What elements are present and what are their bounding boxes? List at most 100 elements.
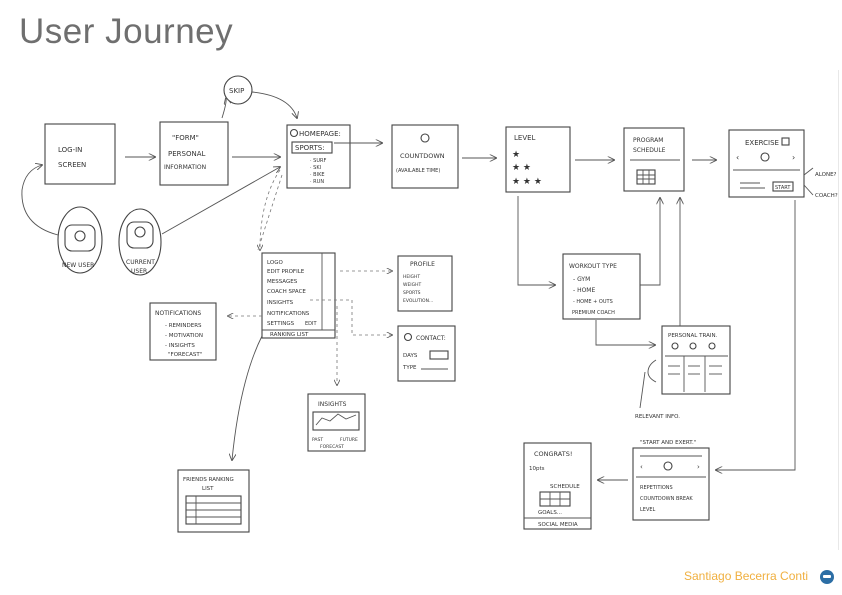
workout-title: WORKOUT TYPE <box>569 263 617 270</box>
author-logo-icon <box>820 570 834 584</box>
chevron-right-icon: › <box>792 153 795 162</box>
workout-item: - GYM <box>573 276 590 283</box>
congrats-social: SOCIAL MEDIA <box>538 522 578 528</box>
current-user-label-1: CURRENT <box>126 259 155 266</box>
ranking-label-2: LIST <box>202 486 214 492</box>
congrats-node: CONGRATS! 10pts SCHEDULE GOALS... SOCIAL… <box>523 442 592 530</box>
form-label-1: "FORM" <box>172 134 199 142</box>
exercise-node: EXERCISE ‹ › START ALONE? COACH? <box>728 129 838 199</box>
star-icon: ★ <box>512 150 520 160</box>
form-node: "FORM" PERSONAL INFORMATION <box>159 121 229 186</box>
menu-item: MESSAGES <box>267 279 298 285</box>
exert-item: COUNTDOWN BREAK <box>640 496 693 502</box>
countdown-label: COUNTDOWN <box>400 152 445 160</box>
profile-node: PROFILE HEIGHT WEIGHT SPORTS EVOLUTION..… <box>397 255 453 312</box>
contact-item: TYPE <box>402 365 417 371</box>
exercise-title: EXERCISE <box>745 139 779 147</box>
login-label-1: LOG-IN <box>58 146 82 154</box>
menu-node: LOGO EDIT PROFILE MESSAGES COACH SPACE I… <box>261 252 336 339</box>
login-label-2: SCREEN <box>58 161 86 169</box>
contact-item: DAYS <box>403 353 418 359</box>
login-screen-node: LOG-IN SCREEN <box>44 123 116 185</box>
chevron-left-icon: ‹ <box>736 153 739 162</box>
insights-footer: FORECAST <box>320 444 344 450</box>
personal-trainer-node: PERSONAL TRAIN. <box>661 325 731 395</box>
profile-title: PROFILE <box>410 261 435 268</box>
program-schedule-node: PROGRAM SCHEDULE <box>623 127 685 192</box>
divider <box>838 70 839 550</box>
contact-title: CONTACT: <box>416 335 446 342</box>
profile-item: SPORTS <box>403 290 421 296</box>
sport-item: · BIKE <box>310 172 325 178</box>
form-label-2: PERSONAL <box>168 150 205 158</box>
level-label: LEVEL <box>514 134 536 142</box>
menu-item: COACH SPACE <box>267 289 306 295</box>
notifications-title: NOTIFICATIONS <box>155 310 201 317</box>
start-exert-node: "START AND EXERT." ‹ › REPETITIONS COUNT… <box>632 440 710 521</box>
relevant-info-label: RELEVANT INFO. <box>635 414 680 420</box>
exert-item: LEVEL <box>640 507 656 513</box>
sport-item: · RUN <box>310 179 324 185</box>
congrats-goals: GOALS... <box>538 510 562 516</box>
form-label-3: INFORMATION <box>164 164 206 171</box>
chevron-right-icon: › <box>697 463 700 471</box>
ranking-label-1: FRIENDS RANKING <box>183 477 234 483</box>
star-icon: ★ ★ <box>512 163 531 173</box>
program-label-2: SCHEDULE <box>633 147 666 154</box>
trainer-title: PERSONAL TRAIN. <box>668 333 718 339</box>
new-user-node: NEW USER <box>57 206 103 274</box>
profile-item: HEIGHT <box>403 274 420 280</box>
menu-item: NOTIFICATIONS <box>267 311 310 317</box>
menu-item: RANKING LIST <box>270 332 309 338</box>
notification-item: - MOTIVATION <box>165 333 203 339</box>
workout-item: - HOME + OUTS <box>573 299 613 305</box>
program-label-1: PROGRAM <box>633 137 663 144</box>
menu-extra: EDIT <box>305 321 317 327</box>
homepage-node: HOMEPAGE: SPORTS: · SURF · SKI · BIKE · … <box>286 124 351 189</box>
countdown-node: COUNTDOWN (AVAILABLE TIME) <box>391 124 459 189</box>
workout-item: - HOME <box>573 287 595 294</box>
workout-type-node: WORKOUT TYPE - GYM - HOME - HOME + OUTS … <box>562 253 641 320</box>
sport-item: · SURF <box>310 158 326 164</box>
profile-item: EVOLUTION... <box>403 298 433 304</box>
countdown-sub: (AVAILABLE TIME) <box>396 168 440 174</box>
congrats-schedule: SCHEDULE <box>550 484 580 490</box>
insights-node: INSIGHTS PAST FUTURE FORECAST <box>307 393 366 452</box>
exert-item: REPETITIONS <box>640 485 673 491</box>
insights-footer: PAST <box>312 437 323 443</box>
congrats-badge: 10pts <box>529 466 545 472</box>
notification-item: - REMINDERS <box>165 323 202 329</box>
profile-item: WEIGHT <box>403 282 421 288</box>
menu-item: LOGO <box>267 260 283 266</box>
page-title: User Journey <box>19 12 234 51</box>
notification-item: "FORECAST" <box>168 352 202 358</box>
level-node: LEVEL ★ ★ ★ ★ ★ ★ <box>505 126 571 193</box>
new-user-label: NEW USER <box>62 262 94 269</box>
menu-item: EDIT PROFILE <box>267 269 305 275</box>
menu-item: INSIGHTS <box>267 300 294 306</box>
exercise-option: ALONE? <box>815 172 837 178</box>
author-name: Santiago Becerra Conti <box>684 569 809 583</box>
current-user-label-2: USER <box>131 268 147 275</box>
start-exert-label: "START AND EXERT." <box>640 440 696 446</box>
exercise-start: START <box>775 185 791 191</box>
congrats-title: CONGRATS! <box>534 450 572 458</box>
exercise-option: COACH? <box>815 193 838 199</box>
ranking-node: FRIENDS RANKING LIST <box>177 469 250 533</box>
insights-footer: FUTURE <box>340 437 358 443</box>
homepage-sports: SPORTS: <box>295 144 325 152</box>
notifications-node: NOTIFICATIONS - REMINDERS - MOTIVATION -… <box>149 302 217 361</box>
contact-node: CONTACT: DAYS TYPE <box>397 325 456 382</box>
skip-label: SKIP <box>229 87 244 95</box>
workout-premium: PREMIUM COACH <box>572 310 615 316</box>
homepage-title: HOMEPAGE: <box>299 130 341 138</box>
insights-title: INSIGHTS <box>318 401 347 408</box>
sport-item: · SKI <box>310 165 321 171</box>
notification-item: - INSIGHTS <box>165 343 195 349</box>
chevron-left-icon: ‹ <box>640 463 643 471</box>
connectors <box>21 91 814 480</box>
skip-node: SKIP <box>223 75 253 105</box>
star-icon: ★ ★ ★ <box>512 177 542 187</box>
menu-item: SETTINGS <box>267 321 295 327</box>
